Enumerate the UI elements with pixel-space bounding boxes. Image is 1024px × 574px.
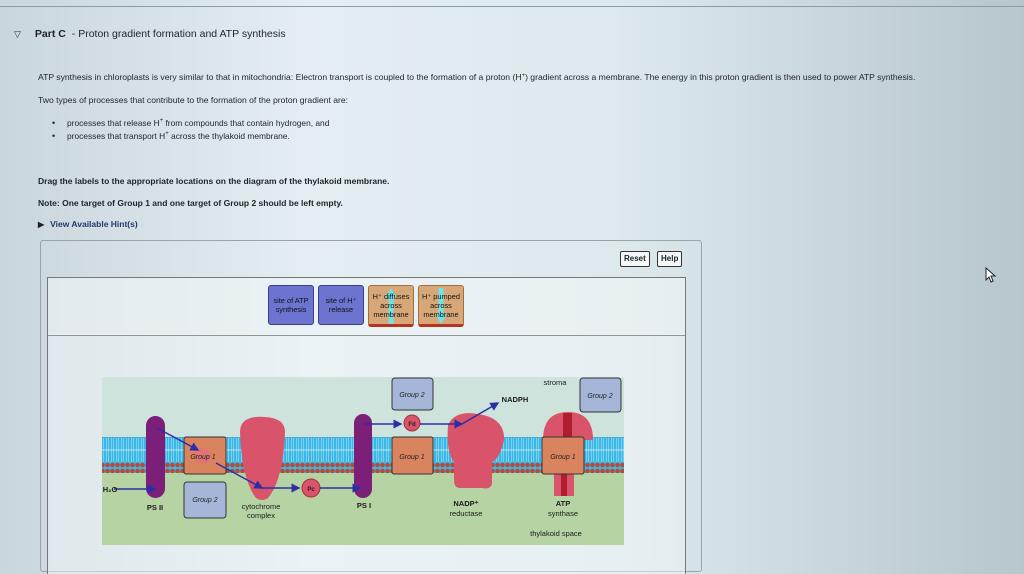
pq-spot — [195, 448, 211, 464]
process-list: processes that release H+ from compounds… — [52, 117, 329, 143]
part-title: Proton gradient formation and ATP synthe… — [78, 28, 286, 40]
nadp-reductase-label-line2: reductase — [450, 509, 483, 518]
nadph-label: NADPH — [502, 395, 529, 404]
label-text: H⁺ diffuses — [372, 291, 410, 301]
fd-label: Fd — [408, 422, 416, 428]
list-item: processes that release H+ from compounds… — [52, 117, 329, 130]
target-label-group1: Group 1 — [550, 454, 575, 461]
ps1-complex — [354, 414, 372, 498]
atp-synthase-label-line2: synthase — [548, 509, 578, 518]
label-text: membrane — [423, 309, 459, 319]
down-arrow-icon — [435, 288, 447, 324]
label-site-of-h-release[interactable]: site of H⁺release — [318, 285, 364, 325]
drop-target-group2-stroma-right[interactable] — [579, 377, 622, 413]
bullet-text: from compounds that contain hydrogen, an… — [163, 118, 330, 128]
expand-caret-icon: ▶ — [38, 219, 45, 229]
cytochrome-label-line1: cytochrome — [242, 502, 281, 511]
intro-line2: Two types of processes that contribute t… — [38, 95, 349, 105]
instructions: Drag the labels to the appropriate locat… — [38, 176, 390, 186]
hint-label[interactable]: View Available Hint(s) — [50, 219, 138, 229]
atp-synthase-stalk — [563, 413, 572, 440]
ps1-label: PS I — [357, 501, 371, 510]
mouse-cursor-icon — [985, 267, 997, 283]
bullet-sup: + — [165, 131, 169, 137]
ps2-complex — [146, 416, 165, 498]
atp-synthase-label-line1: ATP — [556, 499, 570, 508]
target-label-group2: Group 2 — [587, 393, 612, 400]
electron-flow-arrows — [114, 402, 500, 494]
intro-text-a: ATP synthesis in chloroplasts is very si… — [38, 72, 522, 82]
label-text: site of H⁺ — [325, 296, 357, 305]
label-text: across — [380, 300, 402, 310]
help-button[interactable]: Help — [657, 251, 683, 267]
up-arrow-icon — [385, 288, 397, 324]
drop-target-group2-stroma-left[interactable] — [391, 377, 434, 411]
target-label-group2: Group 2 — [399, 392, 424, 399]
part-label: Part C — [34, 28, 66, 40]
part-separator: - — [68, 28, 79, 40]
note: Note: One target of Group 1 and one targ… — [38, 198, 343, 208]
part-header[interactable]: ▽ Part C - Proton gradient formation and… — [14, 28, 286, 40]
label-text: synthesis — [275, 305, 307, 314]
bullet-text: across the thylakoid membrane. — [168, 131, 290, 141]
intro-text-b: ) gradient across a membrane. The energy… — [525, 72, 916, 82]
cytochrome-complex — [240, 416, 285, 500]
reset-button[interactable]: Reset — [620, 251, 650, 267]
nadp-reductase-label-line1: NADP⁺ — [453, 499, 478, 508]
view-hints-link[interactable]: ▶ View Available Hint(s) — [38, 219, 138, 229]
target-label-group1: Group 1 — [190, 454, 215, 461]
label-text: release — [328, 305, 354, 314]
intro-paragraph: ATP synthesis in chloroplasts is very si… — [38, 72, 1023, 82]
bullet-text: processes that release H — [67, 118, 160, 128]
label-text: across — [430, 300, 452, 310]
target-label-group2: Group 2 — [192, 497, 217, 504]
drop-target-group2-lumen[interactable] — [183, 481, 227, 519]
top-divider — [0, 6, 1024, 7]
collapse-triangle-icon[interactable]: ▽ — [14, 28, 21, 39]
intro-sup: + — [521, 73, 526, 79]
water-label: H₂O — [103, 485, 118, 494]
nadp-reductase — [447, 413, 505, 489]
target-label-group1: Group 1 — [399, 454, 424, 461]
list-item: processes that transport H+ across the t… — [52, 130, 329, 143]
bullet-text: processes that transport H — [67, 131, 166, 141]
label-text: site of ATP — [273, 296, 309, 305]
fd-carrier — [403, 414, 421, 432]
label-text: membrane — [373, 309, 409, 319]
drop-target-group1-atp[interactable] — [541, 436, 585, 475]
atp-synthase-channel — [561, 474, 567, 496]
thylakoid-space-label: thylakoid space — [530, 529, 582, 538]
bullet-sup: + — [159, 118, 164, 124]
cytochrome-label-line2: complex — [247, 511, 275, 520]
drop-target-group1-ps1[interactable] — [391, 436, 434, 475]
label-text: H⁺ pumped — [422, 291, 460, 301]
ps2-label: PS II — [147, 503, 163, 512]
stroma-label: stroma — [544, 378, 568, 387]
pc-label: Pc — [307, 487, 315, 493]
